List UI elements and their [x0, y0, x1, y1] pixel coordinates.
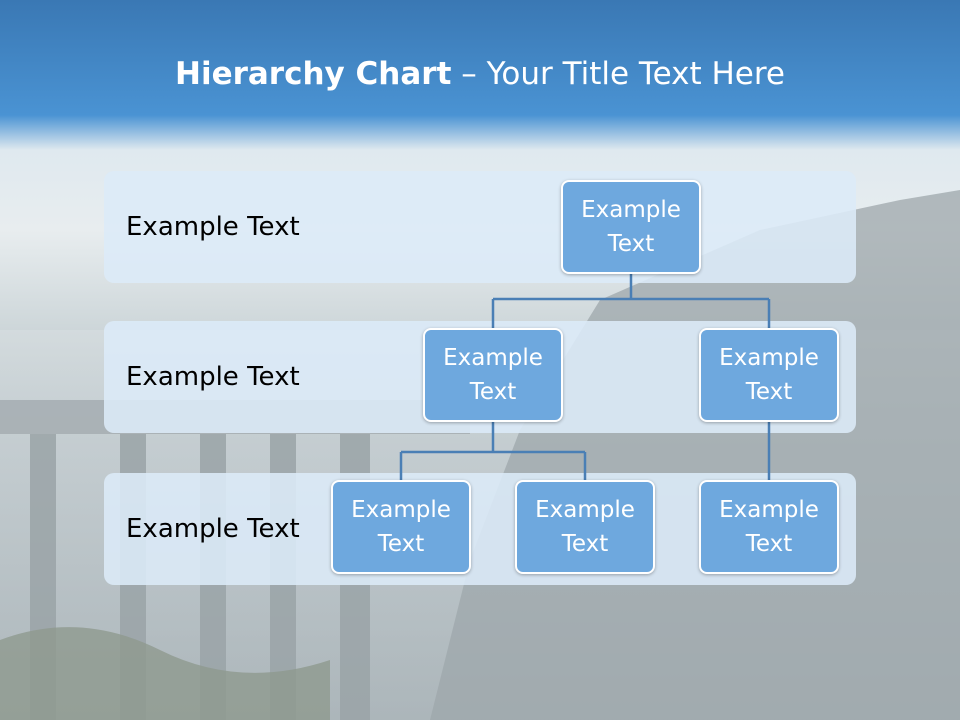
- node-text-line1: Example: [719, 497, 819, 523]
- level-label-1: Example Text: [126, 212, 300, 242]
- org-node-level3-c[interactable]: Example Text: [699, 480, 839, 574]
- node-text-line2: Text: [469, 379, 517, 405]
- node-text-line2: Text: [745, 379, 793, 405]
- org-node-level2-right[interactable]: Example Text: [699, 328, 839, 422]
- title-bold: Hierarchy Chart: [175, 56, 452, 92]
- level-band-1: Example Text: [104, 171, 856, 283]
- node-text-line1: Example: [535, 497, 635, 523]
- node-text-line1: Example: [719, 345, 819, 371]
- level-label-2: Example Text: [126, 362, 300, 392]
- slide-title: Hierarchy Chart – Your Title Text Here: [0, 56, 960, 92]
- level-label-3: Example Text: [126, 514, 300, 544]
- title-rest: – Your Title Text Here: [451, 56, 785, 92]
- node-text-line2: Text: [561, 531, 609, 557]
- node-text-line2: Text: [745, 531, 793, 557]
- node-text-line1: Example: [351, 497, 451, 523]
- node-text-line1: Example: [581, 197, 681, 223]
- org-node-level3-a[interactable]: Example Text: [331, 480, 471, 574]
- org-node-root[interactable]: Example Text: [561, 180, 701, 274]
- node-text-line1: Example: [443, 345, 543, 371]
- node-text-line2: Text: [377, 531, 425, 557]
- org-node-level2-left[interactable]: Example Text: [423, 328, 563, 422]
- org-node-level3-b[interactable]: Example Text: [515, 480, 655, 574]
- node-text-line2: Text: [607, 231, 655, 257]
